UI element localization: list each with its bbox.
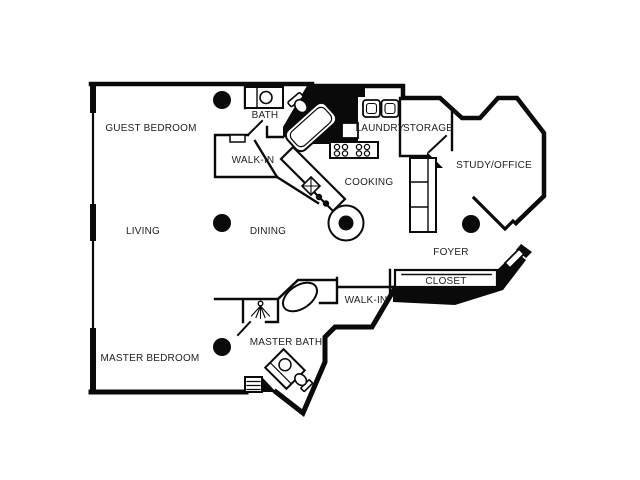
- shower-icon: [250, 300, 271, 320]
- study-door-swing: [471, 195, 516, 232]
- structural-column: [213, 91, 231, 109]
- room-label-walk-in-guest: WALK-IN: [232, 155, 275, 166]
- room-label-storage: STORAGE: [403, 123, 453, 134]
- room-label-closet: CLOSET: [425, 276, 466, 287]
- master-tub-icon: [281, 281, 319, 313]
- guest-bathtub-icon: [284, 101, 338, 153]
- room-label-living: LIVING: [126, 226, 160, 237]
- north-east-walls: [307, 83, 547, 227]
- room-label-guest-bedroom: GUEST BEDROOM: [105, 123, 196, 134]
- structural-column: [462, 215, 480, 233]
- door-swing-lines: [236, 119, 448, 337]
- room-label-study-office: STUDY/OFFICE: [456, 160, 532, 171]
- linen-wall-wedge: [262, 377, 276, 392]
- bath-sink-counter: [244, 86, 284, 109]
- laundry-sink-icon: [341, 122, 359, 139]
- room-label-dining: DINING: [250, 226, 286, 237]
- round-table-column: [327, 204, 365, 242]
- washer-icon: [362, 99, 381, 118]
- master-toilet-icon: [294, 373, 314, 393]
- dryer-icon: [380, 99, 400, 118]
- pantry-shelves: [409, 157, 437, 233]
- room-label-laundry: LAUNDRY: [355, 123, 404, 134]
- range-burners-icon: [329, 141, 379, 159]
- room-label-bath: BATH: [252, 110, 279, 121]
- room-label-master-bath: MASTER BATH: [250, 337, 323, 348]
- walk-in-shelf: [229, 134, 246, 143]
- room-label-cooking: COOKING: [345, 177, 394, 188]
- entry-closet: [393, 268, 499, 289]
- structural-column: [213, 338, 231, 356]
- structural-column: [213, 214, 231, 232]
- kitchen-sink-icon: [300, 175, 322, 197]
- linen-shelves-icon: [244, 376, 263, 393]
- cooktop-burner-dot: [315, 193, 323, 201]
- entry-wall-cap: [516, 244, 532, 258]
- entry-door-leaf: [503, 247, 526, 270]
- room-label-walk-in-master: WALK-IN: [345, 295, 388, 306]
- guest-toilet-icon: [287, 92, 308, 114]
- structural-column: [339, 91, 357, 109]
- cooktop-burner-dot: [322, 200, 330, 207]
- room-label-master-bedroom: MASTER BEDROOM: [101, 353, 200, 364]
- room-label-foyer: FOYER: [433, 247, 468, 258]
- closet-wall-wedge: [393, 252, 526, 305]
- south-east-walls: [272, 284, 399, 417]
